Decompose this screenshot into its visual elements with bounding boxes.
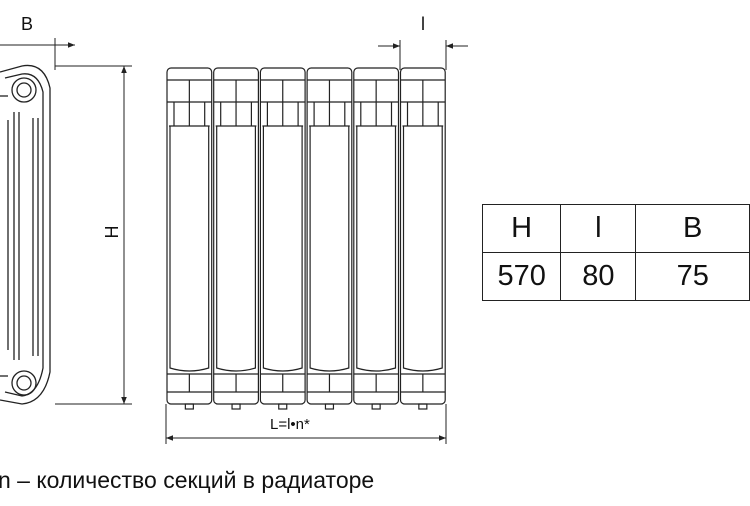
value-h: 570 xyxy=(481,252,562,301)
h-label: H xyxy=(102,226,122,239)
radiator-section xyxy=(399,67,446,410)
footnote: n – количество секций в радиаторе xyxy=(0,467,375,493)
side-view xyxy=(0,64,51,405)
front-view xyxy=(166,67,446,410)
h-dimension xyxy=(55,65,132,405)
header-b: B xyxy=(635,204,750,253)
spec-table: H l B 570 80 75 xyxy=(481,204,750,301)
length-formula-label: L=l•n* xyxy=(270,416,310,433)
value-l: 80 xyxy=(560,252,637,301)
l-label: l xyxy=(421,14,425,34)
spec-table-value-row: 570 80 75 xyxy=(481,252,750,301)
header-l: l xyxy=(560,204,637,253)
b-label: B xyxy=(21,14,33,34)
value-b: 75 xyxy=(635,252,750,301)
radiator-section xyxy=(306,67,353,410)
radiator-section xyxy=(353,67,400,410)
spec-table-header-row: H l B xyxy=(481,204,750,253)
header-h: H xyxy=(481,204,562,253)
radiator-section xyxy=(213,67,259,410)
radiator-section xyxy=(259,67,306,410)
total-length-dimension xyxy=(165,404,447,444)
radiator-section xyxy=(166,67,213,410)
b-dimension xyxy=(0,38,75,70)
l-dimension xyxy=(378,40,468,70)
